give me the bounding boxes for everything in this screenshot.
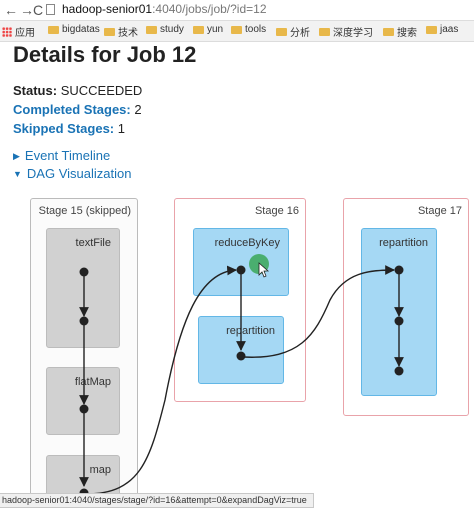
folder-icon: [193, 25, 204, 34]
bookmark-sousuo[interactable]: 搜索: [383, 24, 417, 39]
folder-icon: [383, 27, 394, 36]
status-value: SUCCEEDED: [60, 83, 143, 98]
rdd-repartition-17-label: repartition: [379, 237, 428, 249]
link-status-bar: hadoop-senior01:4040/stages/stage/?id=16…: [0, 493, 314, 508]
forward-arrow-icon[interactable]: →: [20, 2, 34, 18]
completed-stages-line: Completed Stages: 2: [13, 102, 142, 117]
stage-16-title: Stage 16: [254, 205, 299, 217]
bookmark-jaas[interactable]: jaas: [426, 24, 458, 35]
stage-17-title: Stage 17: [417, 205, 462, 217]
page-icon: [46, 4, 55, 15]
dag-visualization-toggle[interactable]: ▼DAG Visualization: [13, 166, 132, 181]
dag-node[interactable]: [236, 265, 246, 275]
url-field[interactable]: hadoop-senior01:4040/jobs/job/?id=12: [62, 2, 267, 16]
bookmarks-bar: 应用 bigdatas 技术 study yun tools 分析 深度学习 搜…: [0, 21, 474, 42]
triangle-right-icon: ▶: [13, 151, 20, 161]
bookmark-yun[interactable]: yun: [193, 24, 223, 35]
skipped-stages-link[interactable]: Skipped Stages:: [13, 121, 115, 136]
edge-repartition16-repartition17: [242, 265, 395, 358]
bookmark-jishu[interactable]: 技术: [104, 24, 138, 39]
bookmark-bigdatas[interactable]: bigdatas: [48, 24, 100, 35]
apps-grid-icon: [2, 26, 12, 37]
completed-stages-link[interactable]: Completed Stages:: [13, 102, 131, 117]
status-label: Status:: [13, 83, 58, 98]
dag-node[interactable]: [79, 404, 89, 414]
stage-15-title: Stage 15 (skipped): [38, 205, 131, 217]
status-line: Status: SUCCEEDED: [13, 83, 142, 98]
dag-node[interactable]: [394, 366, 404, 376]
folder-icon: [104, 27, 115, 36]
bookmark-study[interactable]: study: [146, 24, 184, 35]
skipped-stages-line: Skipped Stages: 1: [13, 121, 125, 136]
folder-icon: [426, 25, 437, 34]
dag-node[interactable]: [79, 267, 89, 277]
folder-icon: [319, 27, 330, 36]
dag-node[interactable]: [394, 316, 404, 326]
dag-node[interactable]: [79, 316, 89, 326]
event-timeline-toggle[interactable]: ▶Event Timeline: [13, 148, 111, 163]
page-content: Details for Job 12 Status: SUCCEEDED Com…: [0, 42, 474, 508]
folder-icon: [276, 27, 287, 36]
triangle-down-icon: ▼: [13, 169, 22, 179]
folder-icon: [146, 25, 157, 34]
completed-stages-value: 2: [134, 102, 142, 117]
reload-icon[interactable]: C: [33, 2, 44, 18]
page-title: Details for Job 12: [13, 42, 197, 67]
dag-node[interactable]: [236, 351, 246, 361]
bookmark-shendu[interactable]: 深度学习: [319, 24, 373, 39]
dag-node[interactable]: [394, 265, 404, 275]
rdd-textfile[interactable]: textFile: [46, 228, 120, 348]
skipped-stages-value: 1: [117, 121, 125, 136]
rdd-map-label: map: [89, 464, 111, 476]
url-path: :4040/jobs/job/?id=12: [152, 2, 267, 16]
folder-icon: [48, 25, 59, 34]
folder-icon: [231, 25, 242, 34]
url-host: hadoop-senior01: [62, 2, 153, 16]
rdd-reducebykey-label: reduceByKey: [214, 237, 280, 249]
bookmark-tools[interactable]: tools: [231, 24, 266, 35]
rdd-textfile-label: textFile: [75, 237, 111, 249]
edge-map-reducebykey: [85, 265, 237, 495]
hand-cursor-icon: [258, 262, 270, 278]
address-bar: ← → C hadoop-senior01:4040/jobs/job/?id=…: [0, 0, 474, 21]
rdd-repartition-16-label: repartition: [226, 325, 275, 337]
bookmark-fenxi[interactable]: 分析: [276, 24, 310, 39]
back-arrow-icon[interactable]: ←: [4, 2, 18, 18]
bookmark-apps[interactable]: 应用: [2, 24, 35, 39]
